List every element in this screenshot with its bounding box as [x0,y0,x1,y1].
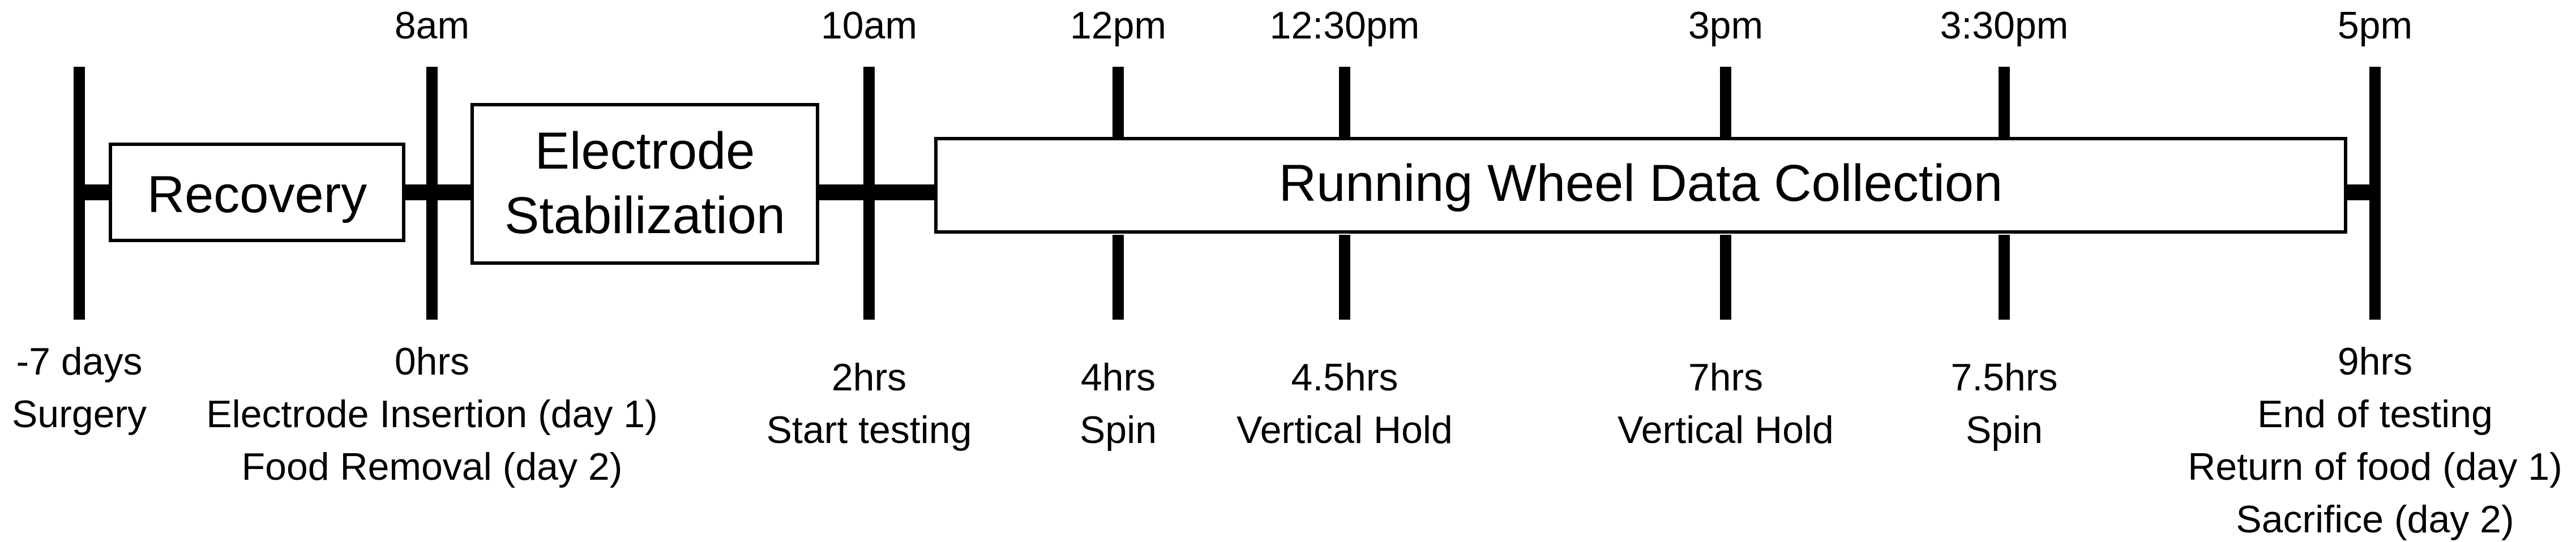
event-label-4-5hrs: Vertical Hold [1236,408,1453,451]
event-label-minus7days: Surgery [12,393,147,436]
event-label-9hrs: 9hrs [2338,340,2412,383]
event-label-4hrs: Spin [1080,408,1157,451]
time-label-2hrs: 10am [821,4,917,47]
time-label-9hrs: 5pm [2338,4,2412,47]
phase-box-running-wheel [934,137,2347,234]
event-label-4hrs: 4hrs [1081,356,1156,399]
time-label-4-5hrs: 12:30pm [1270,4,1420,47]
phase-box-recovery [109,143,405,242]
phase-label-recovery: Recovery [147,166,367,223]
time-label-4hrs: 12pm [1070,4,1166,47]
event-label-7hrs: Vertical Hold [1618,408,1834,451]
phase-box-electrode-stabilization [470,103,819,265]
event-label-9hrs: Sacrifice (day 2) [2236,498,2514,541]
event-label-9hrs: End of testing [2257,393,2493,436]
time-label-7-5hrs: 3:30pm [1940,4,2069,47]
time-label-0hrs: 8am [395,4,469,47]
event-label-4-5hrs: 4.5hrs [1291,356,1398,399]
event-label-0hrs: 0hrs [395,340,469,383]
event-label-9hrs: Return of food (day 1) [2188,445,2562,488]
event-label-2hrs: 2hrs [832,356,906,399]
event-label-0hrs: Food Removal (day 2) [242,445,623,488]
phase-label-electrode-stabilization: Electrode [535,122,755,180]
phase-label-running-wheel: Running Wheel Data Collection [1279,154,2002,212]
event-label-2hrs: Start testing [767,408,972,451]
time-label-7hrs: 3pm [1688,4,1763,47]
event-label-7hrs: 7hrs [1688,356,1763,399]
event-label-minus7days: -7 days [16,340,143,383]
event-label-7-5hrs: 7.5hrs [1951,356,2058,399]
event-label-7-5hrs: Spin [1966,408,2043,451]
phase-label-electrode-stabilization: Stabilization [504,187,785,244]
event-label-0hrs: Electrode Insertion (day 1) [206,393,658,436]
